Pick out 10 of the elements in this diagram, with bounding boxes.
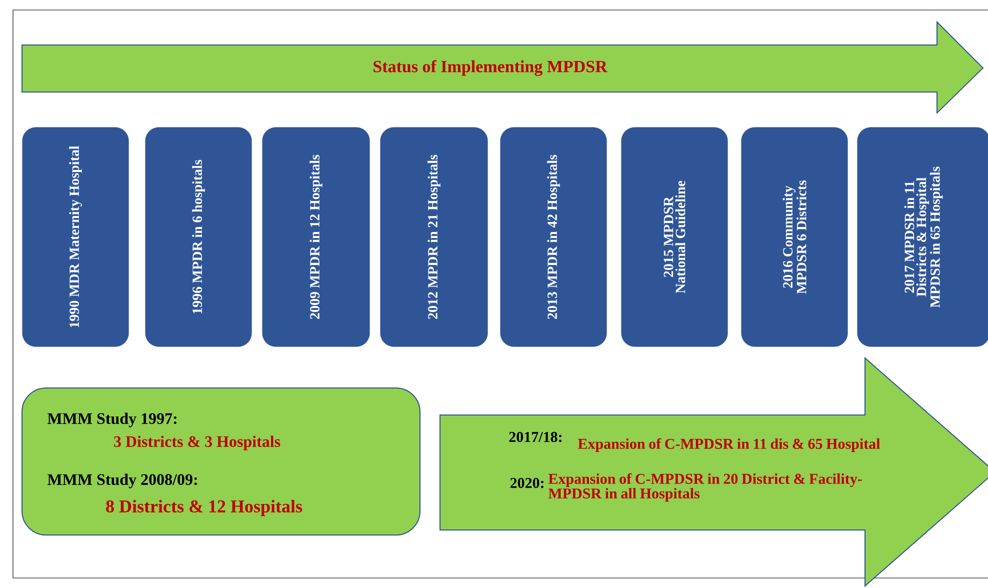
timeline-box: 2017 MPDSR in 11 Districts & Hospital MPDSR in 65 Hospitals [856, 126, 988, 348]
timeline-box: 1990 MDR Maternity Hospital [22, 126, 130, 348]
study-box: MMM Study 1997: 3 Districts & 3 Hospitals MMM Study 2008/09: 8 Districts & 12 Hospitals [22, 388, 420, 536]
timeline-box: 2016 Community MPDSR 6 Districts [740, 126, 848, 348]
timeline-box: 2013 MPDR in 42 Hospitals [500, 126, 608, 348]
timeline-box: 2009 MPDR in 12 Hospitals [262, 126, 370, 348]
timeline-box: 2012 MPDR in 21 Hospitals [380, 126, 488, 348]
timeline-box: 1996 MPDR in 6 hospitals [144, 126, 252, 348]
timeline-box: 2015 MPDSR National Guideline [620, 126, 728, 348]
arrow-banner: Status of Implementing MPDSR [22, 20, 984, 114]
